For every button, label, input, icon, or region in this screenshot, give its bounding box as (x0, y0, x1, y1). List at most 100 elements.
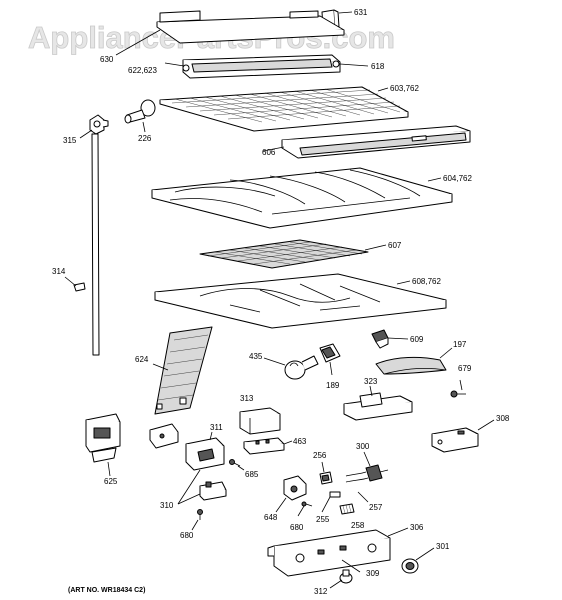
label-648[interactable]: 648 (264, 513, 278, 522)
part-323-housing[interactable] (343, 392, 413, 421)
label-603-762[interactable]: 603,762 (390, 84, 419, 93)
label-625[interactable]: 625 (104, 477, 118, 486)
part-189-socket[interactable] (319, 343, 341, 363)
part-630-cover[interactable] (156, 10, 345, 44)
leader-314 (64, 276, 77, 287)
part-625-housing[interactable] (85, 413, 121, 463)
label-313[interactable]: 313 (240, 394, 254, 403)
part-608-pan[interactable] (154, 273, 447, 329)
label-315[interactable]: 315 (63, 136, 77, 145)
part-648-timer[interactable] (283, 475, 307, 501)
part-685-screw[interactable] (229, 459, 241, 467)
label-608-762[interactable]: 608,762 (412, 277, 441, 286)
label-256[interactable]: 256 (313, 451, 327, 460)
part-680-screw-mid[interactable] (301, 501, 313, 507)
label-680-mid[interactable]: 680 (290, 523, 304, 532)
label-435[interactable]: 435 (249, 352, 263, 361)
part-435-bulb[interactable] (284, 355, 319, 380)
leader-255 (321, 496, 331, 513)
part-680-screw-left[interactable] (197, 509, 203, 521)
label-323[interactable]: 323 (364, 377, 378, 386)
label-630[interactable]: 630 (100, 55, 114, 64)
label-308[interactable]: 308 (496, 414, 510, 423)
part-226-knob[interactable] (124, 99, 156, 124)
label-314[interactable]: 314 (52, 267, 66, 276)
leader-197 (439, 347, 453, 359)
leader-189 (329, 361, 333, 376)
label-618[interactable]: 618 (371, 62, 385, 71)
label-312[interactable]: 312 (314, 587, 328, 596)
leader-310a (177, 469, 201, 505)
label-197[interactable]: 197 (453, 340, 467, 349)
part-624-duct[interactable] (154, 326, 213, 415)
leader-680b (297, 505, 305, 517)
leader-306 (387, 527, 409, 537)
part-306-bracket[interactable] (267, 529, 391, 577)
label-463[interactable]: 463 (293, 437, 307, 446)
label-226[interactable]: 226 (138, 134, 152, 143)
label-255[interactable]: 255 (316, 515, 330, 524)
part-255-clip[interactable] (329, 491, 341, 498)
label-300[interactable]: 300 (356, 442, 370, 451)
label-306[interactable]: 306 (410, 523, 424, 532)
label-680-left[interactable]: 680 (180, 531, 194, 540)
part-310-damper[interactable] (199, 481, 227, 501)
part-463-tray[interactable] (243, 437, 285, 455)
label-679[interactable]: 679 (458, 364, 472, 373)
part-603-shelf[interactable] (159, 86, 409, 132)
leader-604 (427, 177, 442, 182)
part-679-screw[interactable] (450, 390, 466, 398)
label-301[interactable]: 301 (436, 542, 450, 551)
leader-648 (275, 497, 287, 513)
leader-685 (237, 465, 245, 471)
label-609[interactable]: 609 (410, 335, 424, 344)
label-622-623[interactable]: 622,623 (128, 66, 157, 75)
label-624[interactable]: 624 (135, 355, 149, 364)
label-604-762[interactable]: 604,762 (443, 174, 472, 183)
label-258[interactable]: 258 (351, 521, 365, 530)
label-607[interactable]: 607 (388, 241, 402, 250)
part-197-shield[interactable] (375, 356, 447, 375)
part-314-clip[interactable] (73, 282, 86, 292)
leader-226 (142, 121, 146, 133)
leader-309 (341, 559, 361, 573)
part-313-box[interactable] (239, 407, 281, 435)
part-604-pan-cover[interactable] (151, 167, 453, 229)
label-631[interactable]: 631 (354, 8, 368, 17)
part-bracket-near-624[interactable] (149, 423, 179, 449)
label-685[interactable]: 685 (245, 470, 259, 479)
leader-257 (357, 491, 369, 503)
part-258-block[interactable] (339, 503, 355, 515)
part-315-tube-assembly[interactable] (89, 114, 109, 356)
label-311[interactable]: 311 (210, 423, 223, 432)
part-607-mesh[interactable] (199, 239, 369, 269)
label-310[interactable]: 310 (160, 501, 174, 510)
part-301-knob[interactable] (401, 558, 419, 574)
part-300-relay[interactable] (345, 464, 389, 483)
part-308-plate[interactable] (431, 427, 479, 453)
label-606[interactable]: 606 (262, 148, 276, 157)
leader-301 (415, 547, 435, 561)
part-311-thermostat[interactable] (185, 437, 225, 471)
part-609-clip[interactable] (371, 329, 389, 349)
leader-256 (321, 461, 325, 473)
part-618-bracket[interactable] (182, 54, 341, 79)
label-257[interactable]: 257 (369, 503, 383, 512)
leader-300 (363, 451, 371, 467)
leader-603 (377, 87, 389, 92)
leader-608 (396, 280, 411, 285)
leader-622-623 (164, 62, 185, 67)
leader-310b (177, 493, 201, 505)
leader-680a (191, 519, 199, 531)
part-606-front[interactable] (281, 125, 471, 159)
part-256-switch[interactable] (319, 471, 333, 485)
part-312-knob[interactable] (339, 569, 353, 584)
label-189[interactable]: 189 (326, 381, 340, 390)
leader-624 (152, 363, 169, 371)
leader-631 (338, 11, 353, 14)
label-309[interactable]: 309 (366, 569, 380, 578)
leader-435 (263, 357, 286, 366)
leader-625 (107, 461, 111, 477)
